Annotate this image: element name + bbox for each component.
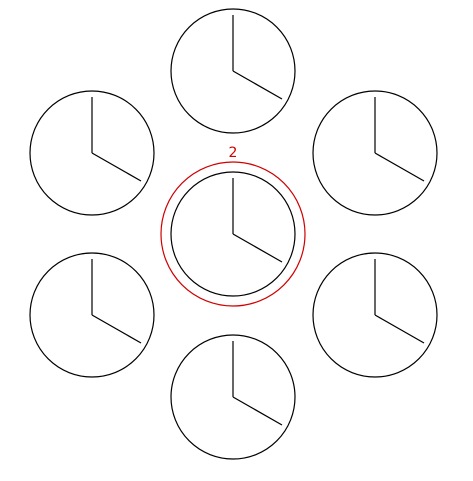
minute-hand: [232, 233, 283, 263]
minute-hand: [232, 70, 283, 100]
clock-face: [29, 90, 155, 216]
minute-hand: [232, 396, 283, 426]
clock-upper-left: [29, 90, 155, 216]
clock-face: [312, 90, 438, 216]
clock-upper-right: [312, 90, 438, 216]
highlight-ring: [160, 161, 306, 307]
highlight-group: 2: [160, 145, 306, 307]
clock-face: [29, 252, 155, 378]
minute-hand: [374, 314, 425, 344]
clock-face: [312, 252, 438, 378]
clocks-group: [29, 8, 438, 460]
minute-hand: [91, 314, 142, 344]
clock-bottom: [170, 334, 296, 460]
clock-lower-left: [29, 252, 155, 378]
clock-center: [170, 171, 296, 297]
clock-top: [170, 8, 296, 134]
clock-face: [170, 8, 296, 134]
clock-lower-right: [312, 252, 438, 378]
clock-face: [170, 334, 296, 460]
minute-hand: [91, 152, 142, 182]
highlight-label: 2: [229, 145, 238, 161]
minute-hand: [374, 152, 425, 182]
clock-face: [170, 171, 296, 297]
